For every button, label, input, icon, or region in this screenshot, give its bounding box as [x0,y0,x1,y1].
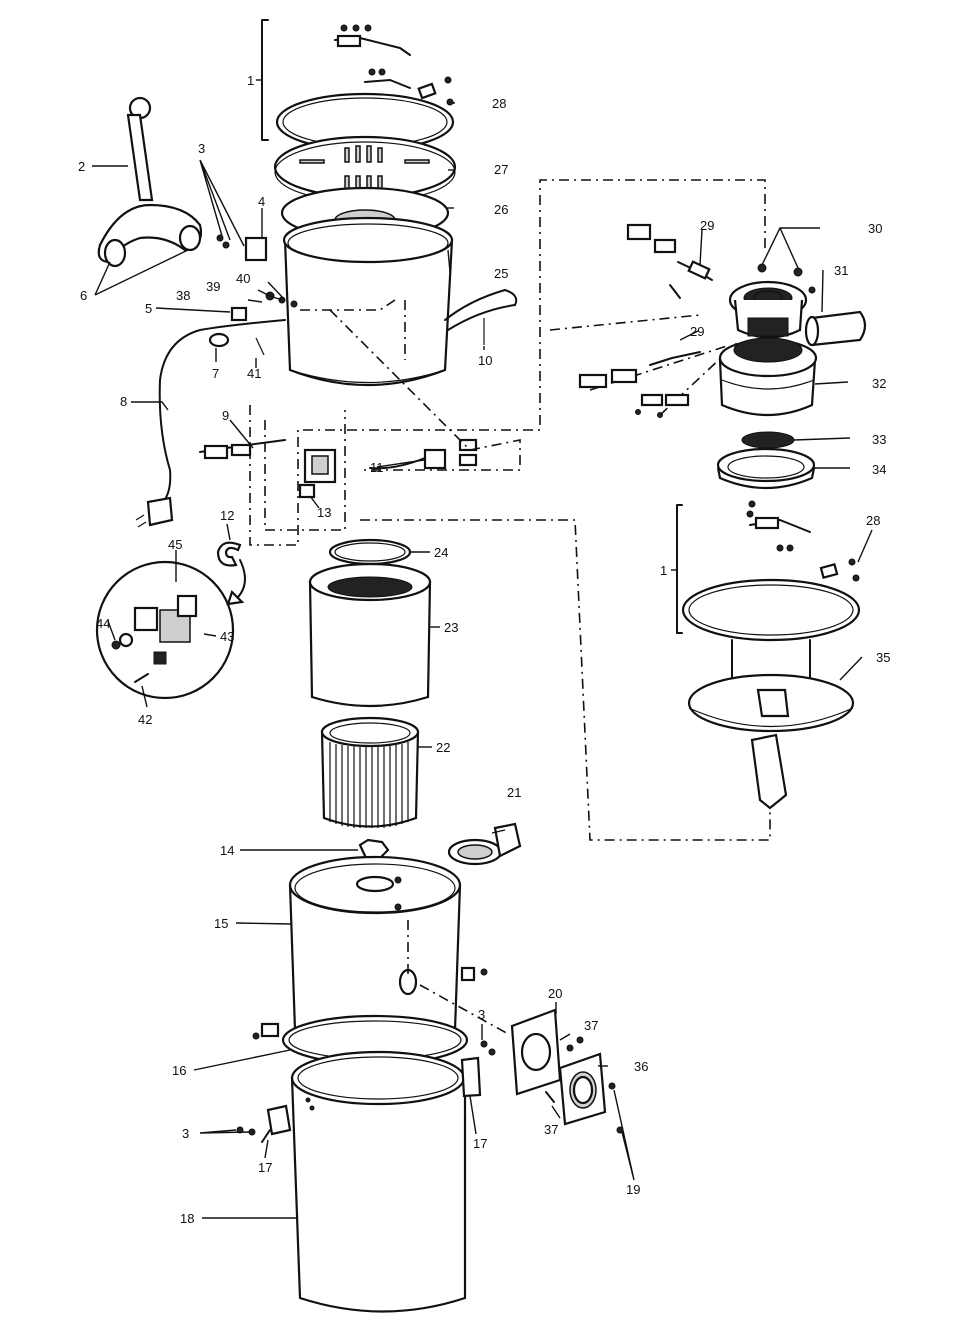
callout-15: 15 [214,916,228,931]
callout-21: 21 [507,785,521,800]
inlet-plate-36 [545,1036,624,1134]
callout-42: 42 [138,712,152,727]
callout-28-right: 28 [866,513,880,528]
callout-6: 6 [80,288,87,303]
right-clamp-hardware [746,500,860,582]
motor-exhaust-31 [804,310,867,347]
motor-plate-35 [687,639,855,810]
callout-1-top: 1 [247,73,254,88]
power-cord-8 [135,319,286,528]
dirt-bucket-18 [290,1050,467,1313]
callout-12: 12 [220,508,234,523]
cloth-filter-23 [308,562,432,708]
callout-41: 41 [247,366,261,381]
pleated-filter-22 [320,716,420,828]
callout-18: 18 [180,1211,194,1226]
callout-10: 10 [478,353,492,368]
callout-38: 38 [176,288,190,303]
callout-37-lower: 37 [544,1122,558,1137]
callout-3-upper: 3 [198,141,205,156]
upper-canister-25 [282,216,518,387]
callout-7: 7 [212,366,219,381]
callout-26: 26 [494,202,508,217]
bracket-group-1b [671,504,683,634]
callout-44: 44 [96,616,110,631]
callout-30: 30 [868,221,882,236]
handle-assembly [97,96,203,268]
callout-9: 9 [222,408,229,423]
band-16 [252,1014,469,1066]
callout-40: 40 [236,271,250,286]
callout-1-right: 1 [660,563,667,578]
wiring-harness [199,438,478,499]
callout-17-right: 17 [473,1136,487,1151]
callout-14: 14 [220,843,234,858]
callout-35: 35 [876,650,890,665]
callout-leaders [92,102,873,1219]
callout-4: 4 [258,194,265,209]
callout-19: 19 [626,1182,640,1197]
motor-top-30 [728,263,816,339]
seal-ring-34 [716,447,816,490]
motor-housing-32 [718,337,818,417]
callout-22: 22 [436,740,450,755]
inlet-21 [447,822,522,866]
callout-11: 11 [370,460,384,475]
callout-28-top: 28 [492,96,506,111]
callout-36: 36 [634,1059,648,1074]
callout-37-upper: 37 [584,1018,598,1033]
callout-5: 5 [145,301,152,316]
callout-33: 33 [872,432,886,447]
mount-plate-20 [510,1008,562,1096]
detail-inset [95,559,246,700]
callout-8: 8 [120,394,127,409]
callout-27: 27 [494,162,508,177]
knob-14 [358,838,390,860]
callout-labels: 1 2 3 4 5 6 7 8 9 10 11 12 13 14 15 16 1… [78,73,890,1226]
callout-25: 25 [494,266,508,281]
motor-wiring-29 [578,223,713,418]
callout-17-left: 17 [258,1160,272,1175]
callout-31: 31 [834,263,848,278]
latch-17 [236,1040,496,1143]
callout-3-lower-left: 3 [182,1126,189,1141]
callout-43: 43 [220,629,234,644]
dirt-container-body-15 [288,855,511,1047]
callout-45: 45 [168,537,182,552]
callout-23: 23 [444,620,458,635]
callout-20: 20 [548,986,562,1001]
callout-39: 39 [206,279,220,294]
callout-32: 32 [872,376,886,391]
callout-16: 16 [172,1063,186,1078]
callout-29-lower: 29 [690,324,704,339]
screen-33 [741,431,795,449]
small-hardware-left [208,234,298,356]
callout-2: 2 [78,159,85,174]
callout-3-lower-right: 3 [478,1007,485,1022]
clip-12 [216,541,242,567]
callout-24: 24 [434,545,448,560]
callout-13: 13 [317,505,331,520]
bracket-group-1 [256,19,269,141]
callout-34: 34 [872,462,886,477]
ring-band-right [681,578,861,642]
callout-29-upper: 29 [700,218,714,233]
gasket-24 [328,538,412,566]
lid-clamp-hardware [334,24,454,106]
